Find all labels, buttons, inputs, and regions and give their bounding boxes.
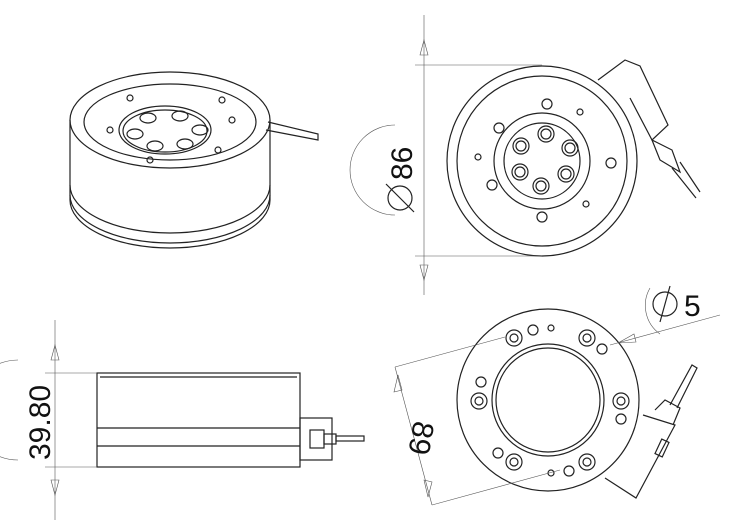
diameter-5-label: 5	[684, 290, 701, 323]
bolt-circle-89-label: 89	[401, 419, 439, 458]
side-view: 39.80	[0, 320, 365, 520]
top-view: 86	[349, 15, 701, 295]
height-39-80-label: 39.80	[24, 385, 57, 460]
isometric-view	[69, 71, 319, 249]
bottom-view: 5 89	[393, 285, 721, 506]
diameter-86-label: 86	[386, 147, 419, 180]
